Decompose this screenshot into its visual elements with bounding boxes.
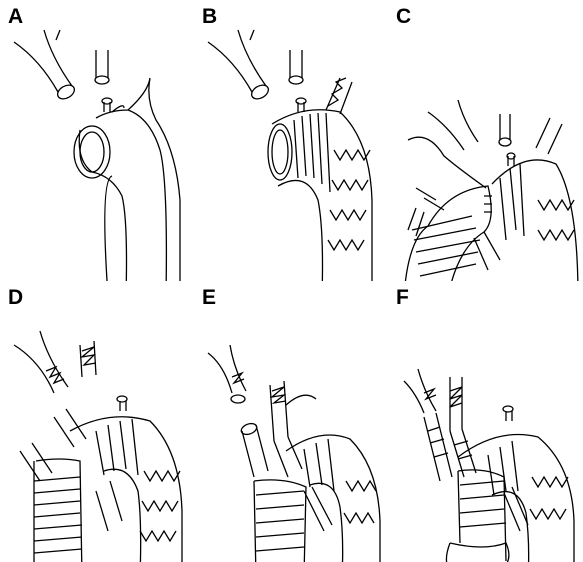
panel-f: F [388, 281, 582, 562]
aortic-root [446, 543, 508, 562]
graft-body [272, 110, 372, 281]
branch-graft [416, 188, 500, 270]
stent-graft-arch-drawing [194, 0, 388, 281]
vessel-cut-end [55, 82, 77, 101]
panel-e: E [194, 281, 388, 562]
stented-subclavian [326, 78, 352, 114]
panel-b: B [194, 0, 388, 281]
panel-d: D [0, 281, 194, 562]
innominate-artery-stump [14, 30, 72, 92]
completed-repair-drawing [388, 281, 583, 562]
branch-reconstruction-drawing [0, 281, 194, 562]
left-carotid-stump [96, 50, 108, 78]
anastomosis-drawing [388, 0, 583, 281]
panel-a: A [0, 0, 194, 281]
aortic-arch-open-drawing [0, 0, 194, 281]
branch-anastomosis-drawing [194, 281, 388, 562]
panel-c: C [388, 0, 582, 281]
